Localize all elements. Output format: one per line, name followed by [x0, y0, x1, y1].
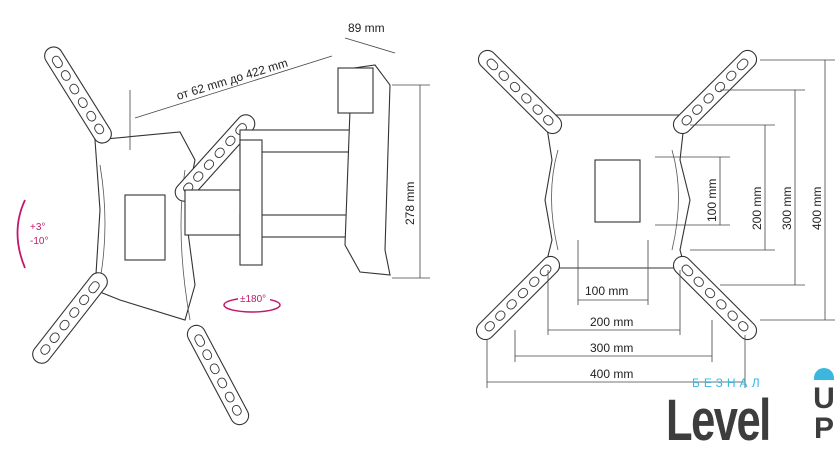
reach-dim-line: [134, 55, 333, 119]
wall-bracket: [339, 64, 391, 276]
v-dim-400: 400 mm: [810, 187, 824, 230]
logo-subtitle: БЕЗНАЛ: [692, 376, 764, 390]
side-view-mount: от 62 mm до 422 mm 89 mm 278 mm +3° -10°…: [16, 21, 430, 429]
v-dim-100: 100 mm: [705, 179, 719, 222]
logo-up: U P: [810, 384, 838, 448]
logo-main: Level: [666, 388, 771, 453]
tilt-arrow-icon: [16, 199, 26, 269]
arm-bottom-right: [669, 252, 761, 344]
arm-hinge: [184, 189, 246, 236]
arm-top-right: [669, 46, 761, 138]
logo-u: U: [813, 382, 835, 415]
arm-bottom-right: [183, 321, 253, 429]
h-dim-200: 200 mm: [590, 315, 633, 329]
h-dim-300: 300 mm: [590, 341, 633, 355]
reach-label: от 62 mm до 422 mm: [175, 56, 290, 103]
tilt-up-label: +3°: [30, 222, 45, 233]
arm-top-left: [40, 43, 116, 147]
front-view-mount: 100 mm 200 mm 300 mm 400 mm 100 mm 200 m…: [472, 46, 835, 388]
swivel-label: ±180°: [240, 294, 266, 305]
arm-bottom-left: [28, 268, 112, 368]
v-dim-300: 300 mm: [780, 187, 794, 230]
logo-dot: [814, 368, 834, 380]
depth-label: 89 mm: [348, 21, 385, 35]
arm-top-left: [474, 46, 566, 138]
tilt-down-label: -10°: [30, 236, 48, 247]
height-label: 278 mm: [403, 182, 417, 225]
center-bracket: [124, 194, 166, 261]
h-dim-100: 100 mm: [585, 284, 628, 298]
logo-p: P: [813, 412, 834, 445]
h-dim-400: 400 mm: [590, 367, 633, 381]
v-dim-200: 200 mm: [750, 187, 764, 230]
